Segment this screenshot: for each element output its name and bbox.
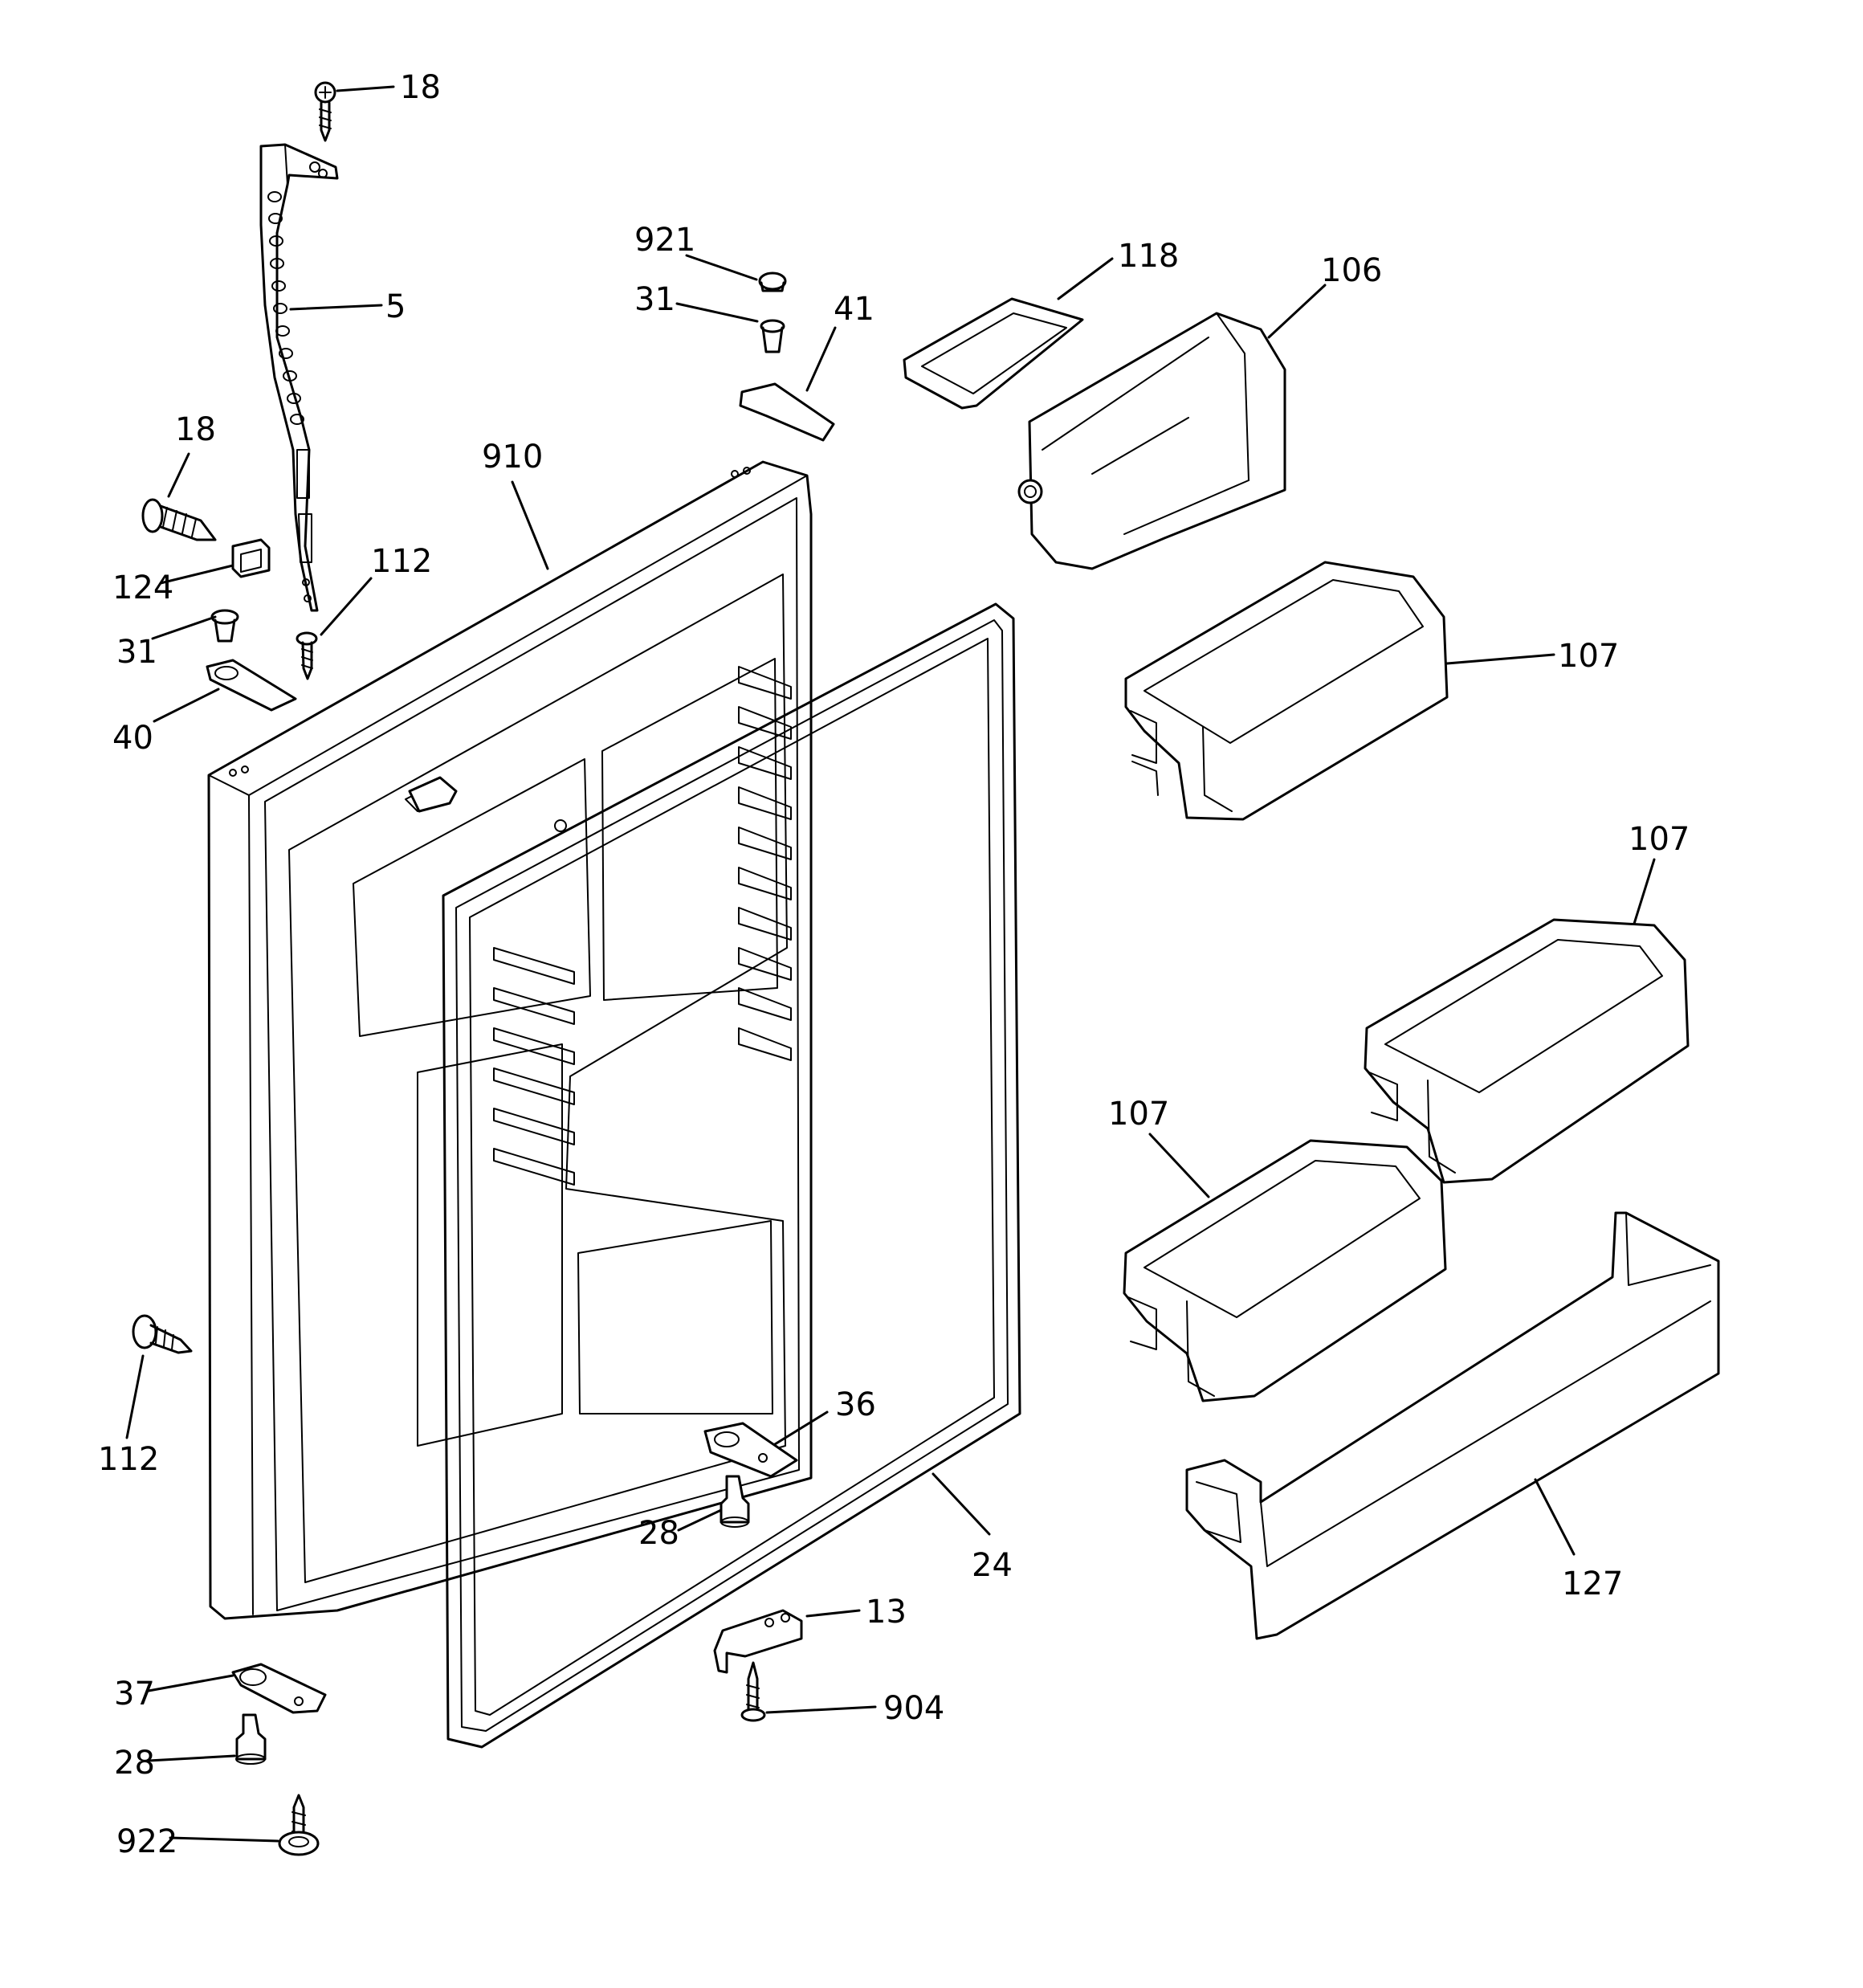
callout-922: 922 bbox=[116, 1823, 177, 1860]
callout-31-top: 31 bbox=[634, 281, 675, 318]
part-screw-922 bbox=[278, 1794, 320, 1856]
callout-36: 36 bbox=[835, 1386, 876, 1423]
callout-112-left: 112 bbox=[98, 1441, 159, 1478]
part-bushing-31-left bbox=[210, 609, 239, 643]
part-bin-107-a bbox=[1124, 561, 1449, 821]
callout-107-a: 107 bbox=[1558, 638, 1619, 675]
callout-28-bottom: 28 bbox=[114, 1745, 155, 1782]
callout-24: 24 bbox=[972, 1547, 1013, 1584]
part-hinge-36 bbox=[703, 1422, 798, 1478]
leader-107-b bbox=[1633, 858, 1656, 925]
leader-106 bbox=[1267, 284, 1327, 339]
leader-13 bbox=[805, 1609, 861, 1618]
part-plate-40 bbox=[206, 659, 297, 712]
part-pin-28-mid bbox=[720, 1475, 750, 1528]
leader-24 bbox=[932, 1472, 991, 1536]
leader-904 bbox=[765, 1705, 877, 1714]
leader-36 bbox=[773, 1410, 829, 1446]
leader-127 bbox=[1534, 1478, 1576, 1556]
leader-112-top bbox=[320, 577, 373, 636]
part-bin-107-b bbox=[1364, 918, 1690, 1184]
part-plate-41 bbox=[739, 382, 835, 442]
part-hinge-strap-5 bbox=[259, 143, 339, 612]
part-screw-112-top bbox=[296, 631, 318, 680]
part-bracket-13 bbox=[713, 1609, 803, 1674]
leader-31-left bbox=[151, 615, 217, 640]
part-bin-107-c bbox=[1123, 1139, 1447, 1402]
callout-910: 910 bbox=[482, 439, 543, 476]
leader-107-c bbox=[1148, 1133, 1210, 1198]
callout-118: 118 bbox=[1118, 238, 1179, 275]
part-screw-904 bbox=[740, 1661, 766, 1722]
leader-124 bbox=[159, 564, 234, 585]
leader-112-left bbox=[125, 1354, 145, 1439]
leader-910 bbox=[511, 480, 549, 570]
part-hinge-37 bbox=[231, 1663, 327, 1714]
leader-18-top bbox=[336, 85, 395, 92]
callout-5: 5 bbox=[385, 288, 406, 325]
part-screw-18-top bbox=[314, 81, 336, 142]
callout-40: 40 bbox=[112, 720, 153, 757]
callout-18-top: 18 bbox=[400, 69, 441, 106]
leader-31-top bbox=[675, 302, 759, 323]
leader-37 bbox=[147, 1674, 234, 1692]
callout-31-left: 31 bbox=[116, 634, 157, 671]
callout-107-b: 107 bbox=[1629, 821, 1690, 858]
leader-18-left bbox=[167, 452, 190, 498]
leader-40 bbox=[153, 688, 220, 723]
leader-921 bbox=[685, 254, 758, 281]
leader-5 bbox=[289, 304, 383, 311]
part-screw-112-left bbox=[132, 1314, 193, 1354]
callout-41: 41 bbox=[834, 291, 874, 328]
part-bushing-31-top bbox=[760, 319, 785, 353]
leader-28-bottom bbox=[147, 1754, 236, 1762]
part-screw-18-left bbox=[141, 498, 217, 541]
callout-124: 124 bbox=[112, 569, 173, 606]
callout-107-c: 107 bbox=[1108, 1096, 1169, 1133]
part-door-910 bbox=[207, 460, 813, 1620]
callout-18-left: 18 bbox=[175, 411, 216, 448]
callout-13: 13 bbox=[866, 1594, 907, 1631]
callout-112-top: 112 bbox=[371, 543, 432, 580]
part-compartment-106 bbox=[1017, 312, 1286, 570]
part-cap-921 bbox=[758, 271, 787, 292]
leader-lines bbox=[125, 85, 1656, 1843]
leader-28-mid bbox=[677, 1508, 723, 1532]
callout-904: 904 bbox=[883, 1690, 944, 1727]
leader-922 bbox=[169, 1836, 279, 1843]
part-gasket-24 bbox=[442, 602, 1021, 1749]
callout-37: 37 bbox=[114, 1676, 155, 1712]
part-lid-118 bbox=[903, 297, 1084, 410]
leader-107-a bbox=[1445, 653, 1555, 665]
part-door-bin-127 bbox=[1185, 1211, 1720, 1640]
callout-28-mid: 28 bbox=[638, 1515, 679, 1552]
leader-41 bbox=[805, 326, 837, 392]
callout-labels: 18 5 18 124 31 40 112 910 921 31 41 118 … bbox=[98, 69, 1690, 1860]
leader-118 bbox=[1057, 257, 1114, 300]
part-pin-28-bottom bbox=[235, 1713, 267, 1765]
callout-106: 106 bbox=[1321, 252, 1382, 289]
part-clip-124 bbox=[231, 538, 271, 578]
callout-921: 921 bbox=[634, 222, 695, 259]
callout-127: 127 bbox=[1562, 1565, 1623, 1602]
